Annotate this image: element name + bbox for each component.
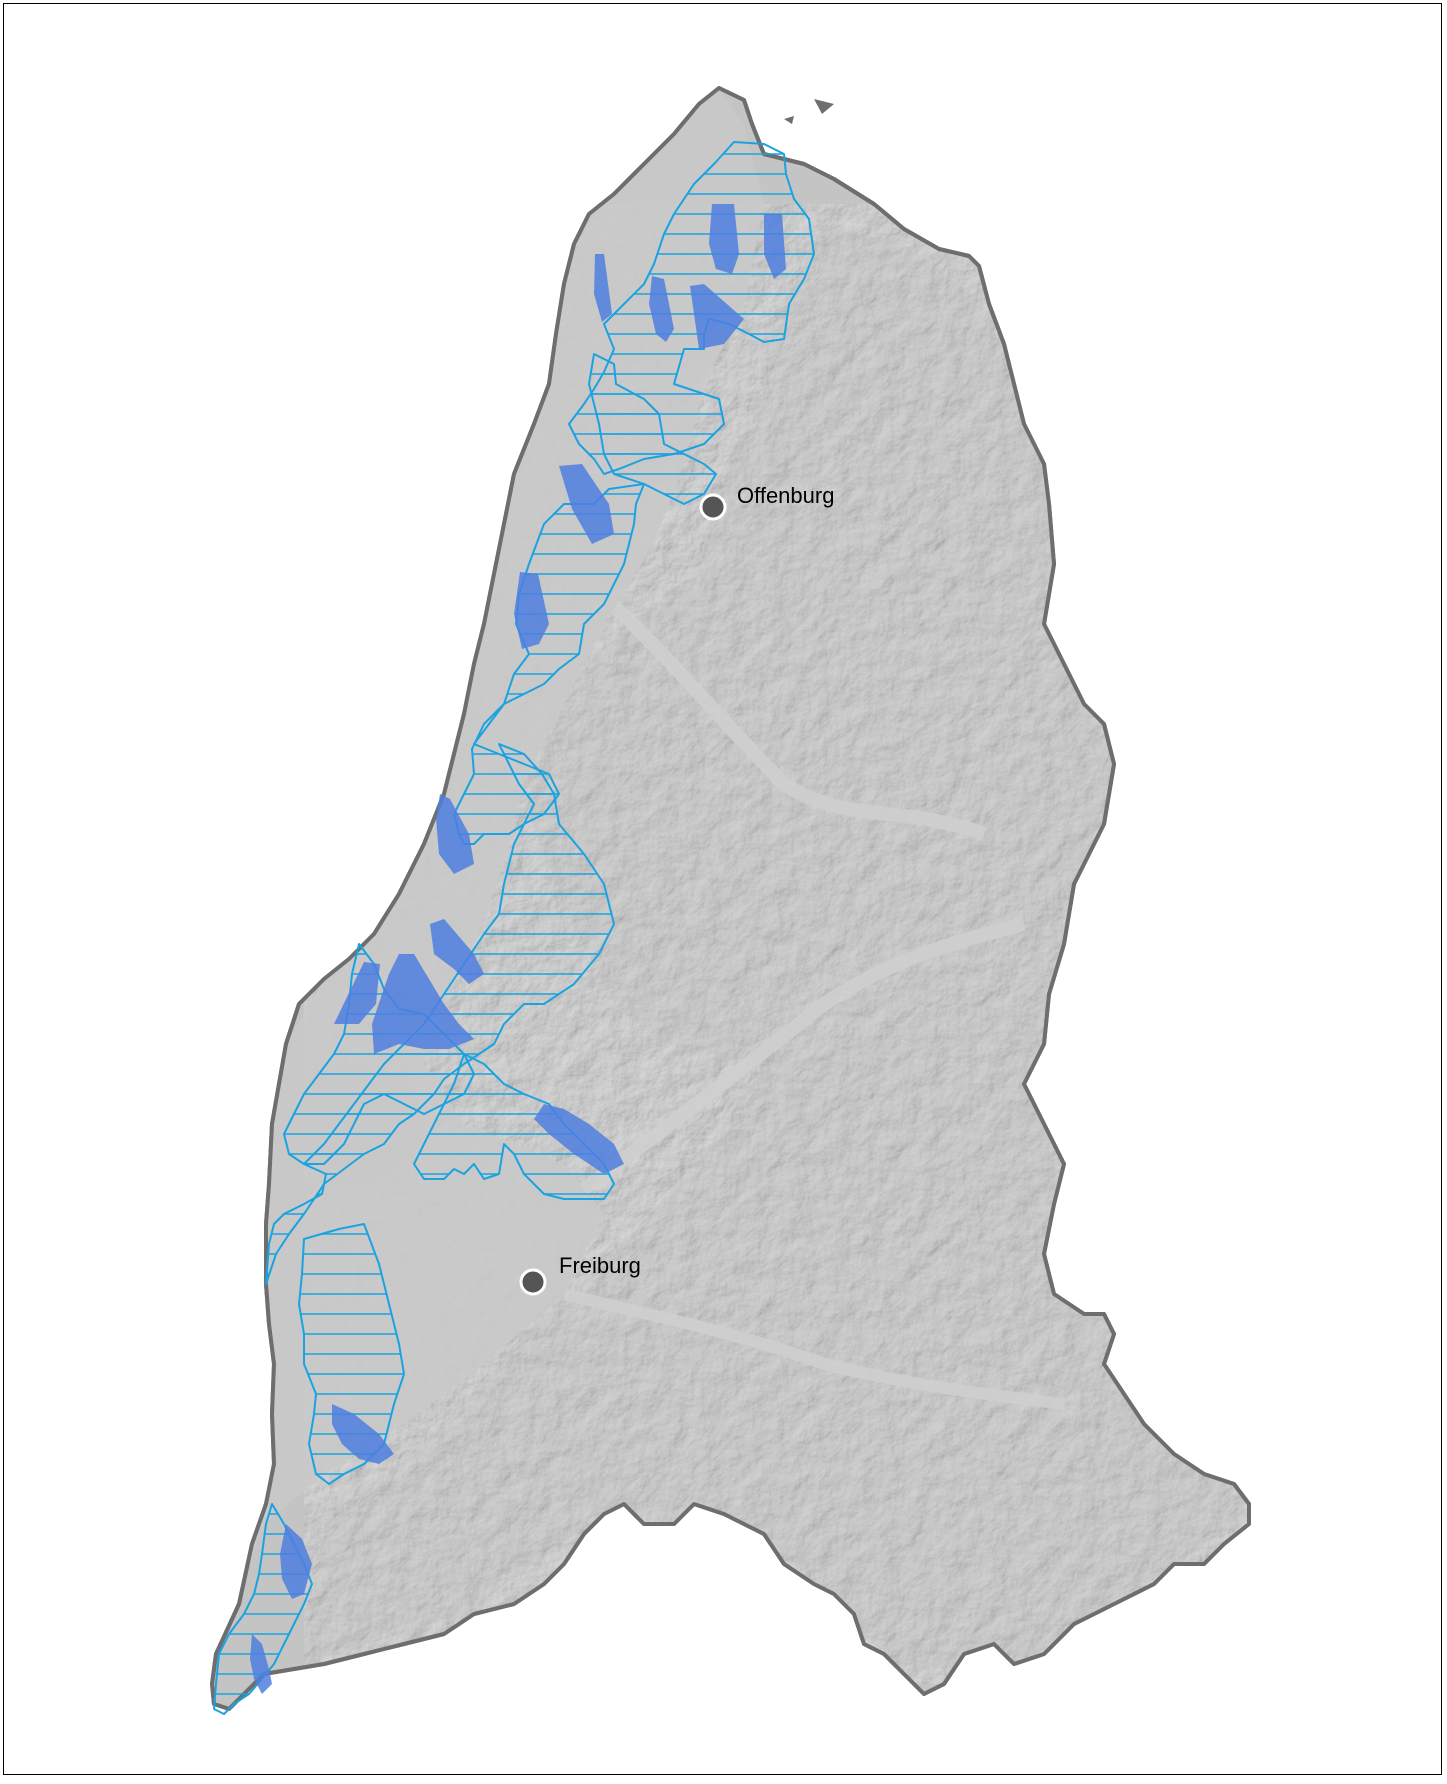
city-freiburg: Freiburg <box>519 1253 641 1296</box>
city-dot-icon <box>519 1268 547 1296</box>
map-canvas: Offenburg Freiburg <box>210 86 1251 1715</box>
hatched-zones <box>213 141 815 1715</box>
city-dot-icon <box>699 493 727 521</box>
map-frame: Offenburg Freiburg <box>3 3 1442 1775</box>
city-label-offenburg: Offenburg <box>737 483 834 508</box>
enclave-shape <box>814 99 834 114</box>
city-label-freiburg: Freiburg <box>559 1253 641 1278</box>
city-offenburg: Offenburg <box>699 483 834 521</box>
core-zones <box>250 204 786 1694</box>
zone-southwest <box>298 1223 405 1485</box>
